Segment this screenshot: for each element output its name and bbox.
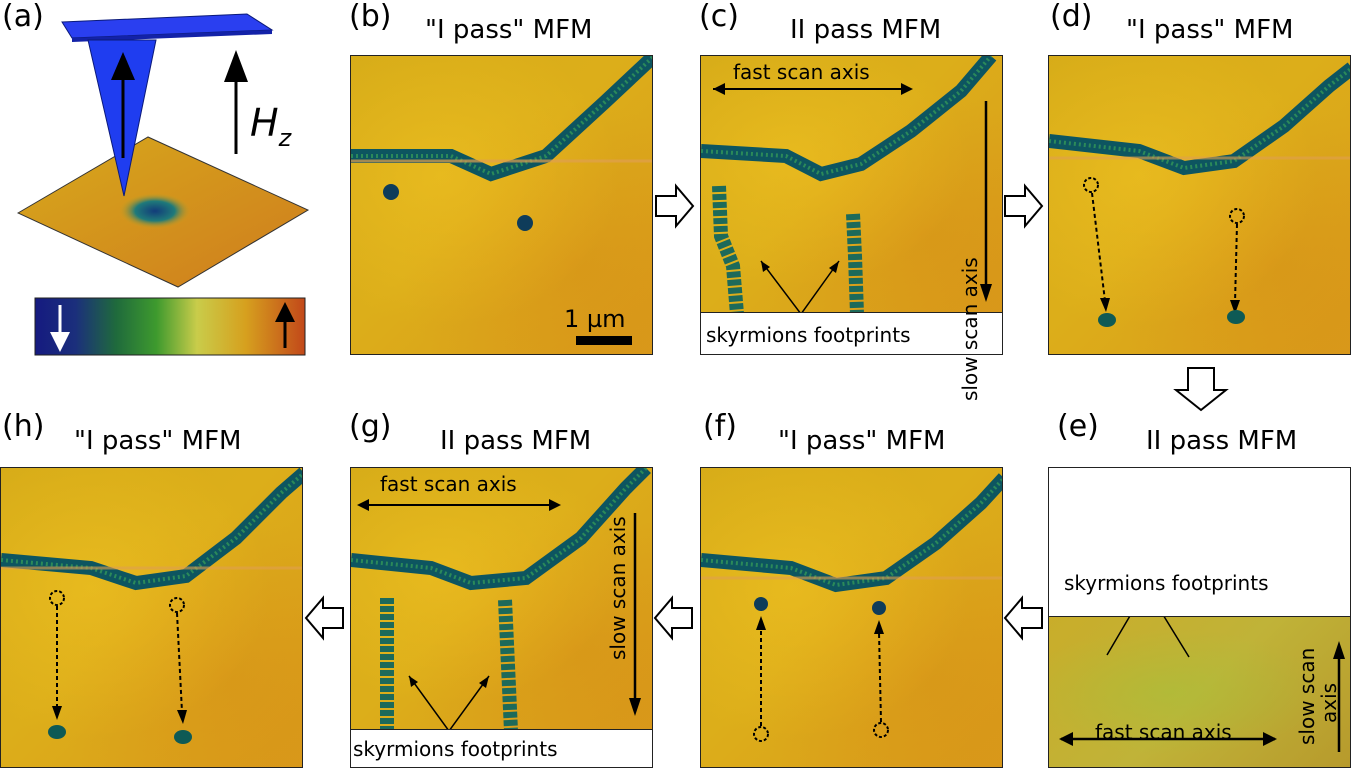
right-arrow-icon — [655, 183, 695, 229]
fast-scan-label-g: fast scan axis — [380, 472, 517, 496]
mfm-image-h — [0, 467, 303, 768]
panel-label-f: (f) — [703, 409, 737, 444]
panel-label-g: (g) — [349, 409, 392, 444]
skyrmion — [383, 184, 399, 200]
tip-moment-arrow-icon — [111, 52, 135, 80]
skyrmion — [48, 725, 66, 739]
mfm-image-e — [1048, 616, 1351, 768]
panel-label-a: (a) — [2, 0, 44, 34]
skyrmion-blob — [119, 193, 191, 229]
skyrmion-footprint — [712, 185, 744, 312]
panel-title-c: II pass MFM — [790, 15, 942, 45]
mfm-image-c — [700, 55, 1003, 313]
slow-scan-label-g: slow scan axis — [606, 516, 630, 660]
down-arrow-icon — [1173, 367, 1229, 412]
colorbar — [34, 297, 306, 356]
footprints-label-c: skyrmions footprints — [706, 323, 911, 347]
slow-scan-arrow-icon — [980, 284, 992, 302]
skyrmion — [754, 597, 768, 611]
panel-label-d: (d) — [1050, 0, 1093, 34]
skyrmion — [517, 215, 533, 231]
slow-scan-arrow-icon — [629, 698, 641, 716]
skyrmion — [872, 601, 886, 615]
mfm-image-b — [350, 55, 653, 355]
panel-title-g: II pass MFM — [440, 426, 592, 456]
fast-scan-label-c: fast scan axis — [733, 60, 870, 84]
slow-scan-arrow-icon — [1333, 641, 1345, 659]
slow-scan-label-c: slow scan axis — [958, 257, 982, 401]
panel-title-b: "I pass" MFM — [425, 15, 593, 45]
skyrmion — [174, 730, 192, 744]
panel-title-h: "I pass" MFM — [74, 426, 242, 456]
panel-title-e: II pass MFM — [1146, 426, 1298, 456]
left-arrow-icon — [653, 595, 693, 641]
footprint-caption-box-g — [350, 729, 653, 768]
panel-title-d: "I pass" MFM — [1126, 15, 1294, 45]
footprints-label-e: skyrmions footprints — [1064, 571, 1269, 595]
scale-bar — [576, 336, 632, 345]
skyrmion — [1098, 313, 1116, 327]
footprint-caption-box-c — [700, 312, 1003, 355]
panel-label-h: (h) — [2, 409, 45, 444]
right-arrow-icon — [1004, 183, 1044, 229]
mfm-image-g — [350, 467, 653, 730]
skyrmion-footprint — [846, 213, 864, 312]
left-arrow-icon — [304, 595, 344, 641]
footprint-caption-box-e — [1048, 467, 1351, 617]
scale-bar-label: 1 µm — [564, 305, 626, 333]
panel-label-b: (b) — [349, 0, 392, 34]
mfm-image-f — [700, 467, 1003, 768]
cantilever-illustration — [16, 13, 310, 356]
left-arrow-icon — [1003, 595, 1043, 641]
panel-label-c: (c) — [699, 0, 739, 34]
footprints-label-g: skyrmions footprints — [353, 737, 558, 761]
hz-arrow-icon — [224, 50, 248, 82]
fast-scan-label-e: fast scan axis — [1095, 720, 1232, 744]
skyrmion-footprint — [498, 599, 518, 729]
skyrmion — [1227, 310, 1245, 324]
hz-label: Hz — [250, 101, 292, 152]
panel-title-f: "I pass" MFM — [778, 426, 946, 456]
mfm-image-d — [1048, 55, 1351, 355]
down-arrow-icon — [50, 332, 70, 352]
up-arrow-icon — [275, 302, 295, 322]
panel-label-e: (e) — [1057, 409, 1099, 444]
